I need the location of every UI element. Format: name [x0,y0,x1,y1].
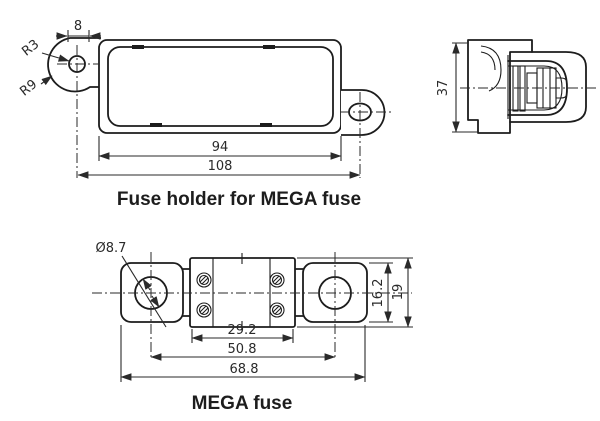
latch-lever [480,45,502,92]
dimension-body-width: 94 [98,136,342,161]
side-cover [509,51,587,123]
dim-68-label: 68.8 [230,362,259,377]
holder-cover [107,46,334,127]
dimension-overall-width: 108 [77,159,361,179]
dimension-hole-diameter: Ø8.7 [96,241,167,328]
dim-94-label: 94 [212,140,229,155]
dimension-body-width: 29.2 [191,323,294,343]
dim-r3-label: R3 [19,37,42,59]
rivets [196,272,285,318]
fuse-holder-front-view: 8 R3 R9 94 108 [17,19,392,179]
dim-29-label: 29.2 [228,323,257,338]
latch-tick [263,45,275,49]
stud-tip [555,77,568,99]
dim-37-label: 37 [436,80,451,97]
mega-fuse-drawing: Ø8.7 29.2 50.8 68.8 1 [92,241,413,382]
latch-tick [150,123,162,127]
neck-right [294,268,304,317]
dim-8-label: 8 [74,19,82,34]
dim-108-label: 108 [208,159,233,174]
mega-fuse-title: MEGA fuse [191,393,293,414]
side-body [467,39,533,134]
latch-lever-inner [480,51,496,71]
fuse-holder-drawing: 8 R3 R9 94 108 [17,19,598,179]
contact-bracket-inner [508,65,563,111]
latch-tick [132,45,144,49]
dimension-overall-length: 68.8 [120,325,366,382]
fuse-holder-title: Fuse holder for MEGA fuse [116,189,362,210]
dim-r9-label: R9 [17,77,40,99]
dimension-body-height: 19 [297,257,413,328]
dimension-height: 37 [436,42,478,133]
fuse-holder-side-view: 37 [436,39,598,134]
dimension-terminal-height: 16.2 [369,262,393,323]
dimension-hole-centers: 50.8 [150,342,336,361]
dimension-tab-width: 8 [56,19,101,42]
dim-50-label: 50.8 [228,342,257,357]
mega-fuse-view: Ø8.7 29.2 50.8 68.8 1 [92,241,413,382]
dim-19-label: 19 [391,284,406,301]
latch-tick [260,123,272,127]
dim-hole-diameter-label: Ø8.7 [96,241,127,256]
dim-16-label: 16.2 [371,279,386,308]
